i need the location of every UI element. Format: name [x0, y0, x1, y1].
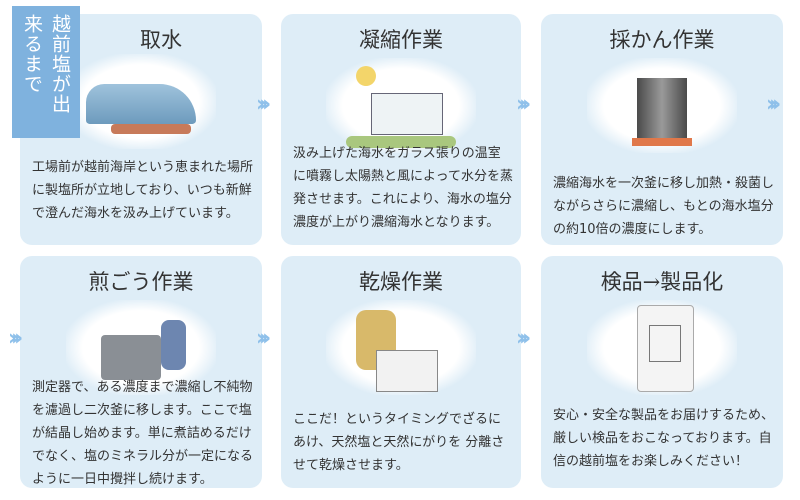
chevron-right-icon: ›››: [8, 326, 23, 351]
step-card-intake: 取水 工場前が越前海岸という恵まれた場所に製塩所が立地しており、いつも新鮮で澄ん…: [20, 14, 262, 245]
step-description: 測定器で、ある濃度まで濃縮し不純物を濾過し二次釜に移します。ここで塩が結晶し始め…: [32, 380, 254, 487]
chevron-right-icon: ›››: [256, 92, 271, 117]
step-card-boiling: 煎ごう作業 測定器で、ある濃度まで濃縮し不純物を濾過し二次釜に移します。ここで塩…: [20, 256, 262, 488]
step-title: 乾燥作業: [359, 270, 443, 294]
chevron-right-icon: ›››: [766, 92, 781, 117]
step-title: 取水: [140, 28, 182, 52]
step-title: 採かん作業: [609, 28, 715, 52]
step-description: 濃縮海水を一次釜に移し加熱・殺菌しながらさらに濃縮し、もとの海水塩分の約10倍の…: [553, 176, 775, 237]
stirring-illustration: [66, 300, 216, 395]
chevron-right-icon: ›››: [516, 92, 531, 117]
salt-package-illustration: [587, 300, 737, 395]
chevron-right-icon: ›››: [256, 326, 271, 351]
drying-illustration: [326, 300, 476, 395]
process-badge: 越前塩が出来るまで: [12, 6, 80, 138]
step-description: ここだ！というタイミングでざるにあけ、天然塩と天然にがりを 分離させて乾燥させま…: [293, 412, 505, 473]
step-title: 凝縮作業: [359, 28, 443, 52]
step-title: 煎ごう作業: [88, 270, 194, 294]
seashore-illustration: [66, 54, 216, 149]
step-card-drying: 乾燥作業 ここだ！というタイミングでざるにあけ、天然塩と天然にがりを 分離させて…: [281, 256, 521, 488]
step-title: 検品→製品化: [600, 270, 724, 294]
greenhouse-illustration: [326, 58, 476, 153]
step-card-brine: 採かん作業 濃縮海水を一次釜に移し加熱・殺菌しながらさらに濃縮し、もとの海水塩分…: [541, 14, 783, 245]
step-description: 汲み上げた海水をガラス張りの温室に噴霧し太陽熱と風によって水分を蒸発させます。こ…: [293, 146, 513, 230]
chevron-right-icon: ›››: [516, 326, 531, 351]
step-card-condensation: 凝縮作業 汲み上げた海水をガラス張りの温室に噴霧し太陽熱と風によって水分を蒸発さ…: [281, 14, 521, 245]
boiling-pot-illustration: [587, 58, 737, 153]
step-card-inspection: 検品→製品化 安心・安全な製品をお届けするため、厳しい検品をおこなっております。…: [541, 256, 783, 488]
step-description: 工場前が越前海岸という恵まれた場所に製塩所が立地しており、いつも新鮮で澄んだ海水…: [32, 160, 254, 221]
step-description: 安心・安全な製品をお届けするため、厳しい検品をおこなっております。自信の越前塩を…: [553, 408, 775, 469]
